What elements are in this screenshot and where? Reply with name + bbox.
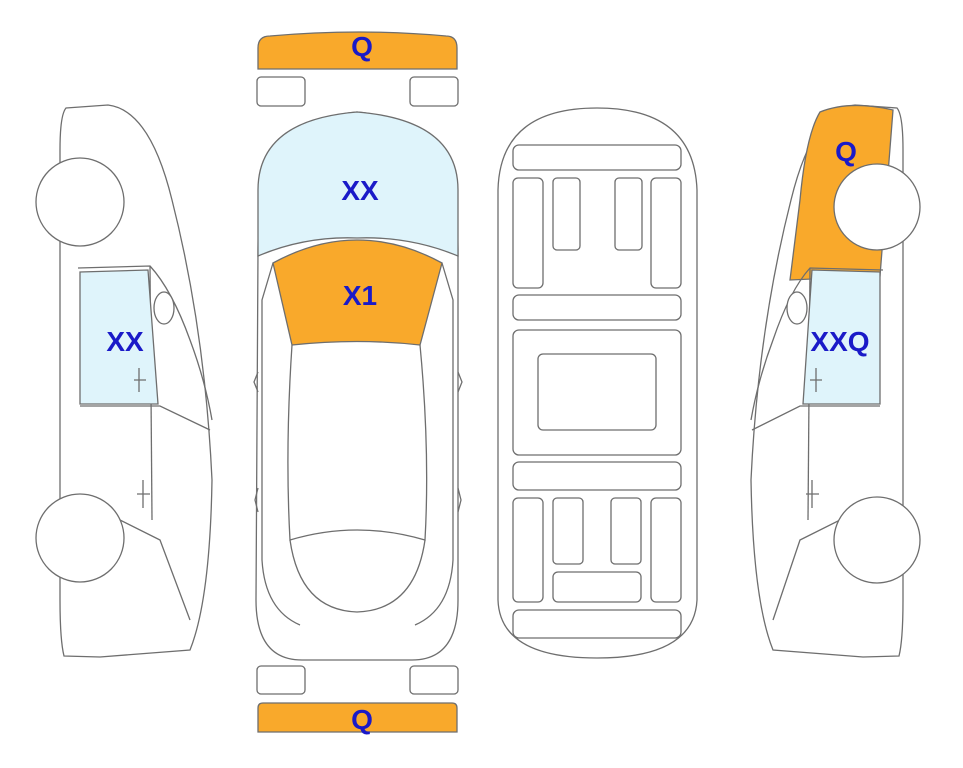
right-side-door-line	[751, 405, 880, 431]
rear-bumper-panel[interactable]	[257, 702, 458, 733]
left-side-roof-line	[77, 265, 213, 421]
underbody-rear-center	[552, 571, 642, 603]
right-handle-top	[457, 487, 462, 513]
right-front-door-handle	[810, 368, 822, 392]
windshield-panel[interactable]	[257, 111, 459, 257]
roof-outline	[287, 344, 428, 541]
rear-left-taillight	[256, 665, 306, 695]
underbody-rear-left-rail	[512, 497, 544, 603]
underbody-front-right-inner	[614, 177, 643, 251]
underbody-rear-right-rail	[650, 497, 682, 603]
left-rear-door-handle	[137, 480, 150, 508]
underbody-rear-right-inner	[610, 497, 642, 565]
underbody-front-left-inner	[552, 177, 581, 251]
underbody-front-right-rail	[650, 177, 682, 289]
left-side-rear-wheel	[35, 493, 125, 583]
front-right-headlight	[409, 76, 459, 107]
right-mirror-top	[457, 371, 463, 393]
right-front-window-label: XXQ	[810, 326, 869, 357]
right-side-mirror	[786, 291, 808, 325]
left-side-mirror	[153, 291, 175, 325]
front-bumper-label: Q	[351, 31, 373, 62]
left-front-window-label: XX	[106, 326, 144, 357]
hood-panel[interactable]	[272, 239, 443, 346]
hood-label: X1	[343, 280, 377, 311]
right-side-front-wheel	[833, 496, 921, 584]
rear-window-line	[289, 539, 426, 613]
left-side-door-line	[80, 405, 211, 431]
windshield-label: XX	[341, 175, 379, 206]
underbody-view	[497, 107, 698, 659]
underbody-front-left-rail	[512, 177, 544, 289]
left-front-door-handle	[134, 368, 146, 392]
right-side-roof-line	[750, 267, 884, 421]
right-front-window-panel[interactable]	[802, 269, 881, 405]
underbody-rear-panel	[512, 609, 682, 639]
right-rear-fender-label: Q	[835, 136, 857, 167]
left-side-front-wheel	[35, 157, 125, 247]
right-rear-door-handle	[806, 480, 819, 508]
front-bumper-panel[interactable]	[257, 31, 458, 70]
rear-right-taillight	[409, 665, 459, 695]
cabin-right-line	[414, 262, 454, 626]
right-side-view: Q XXQ	[750, 104, 921, 658]
rear-bumper-label: Q	[351, 704, 373, 735]
front-left-headlight	[256, 76, 306, 107]
underbody-center-plate	[537, 353, 657, 431]
top-view: Q XX X1 Q	[253, 31, 463, 735]
left-side-view: XX	[35, 104, 213, 658]
left-handle-top	[254, 487, 259, 513]
underbody-front-panel	[512, 144, 682, 171]
underbody-rear-left-inner	[552, 497, 584, 565]
right-side-rear-wheel	[833, 163, 921, 251]
underbody-crossmember-2	[512, 461, 682, 491]
cabin-left-line	[261, 262, 301, 626]
underbody-crossmember-1	[512, 294, 682, 321]
left-mirror-top	[253, 371, 259, 393]
